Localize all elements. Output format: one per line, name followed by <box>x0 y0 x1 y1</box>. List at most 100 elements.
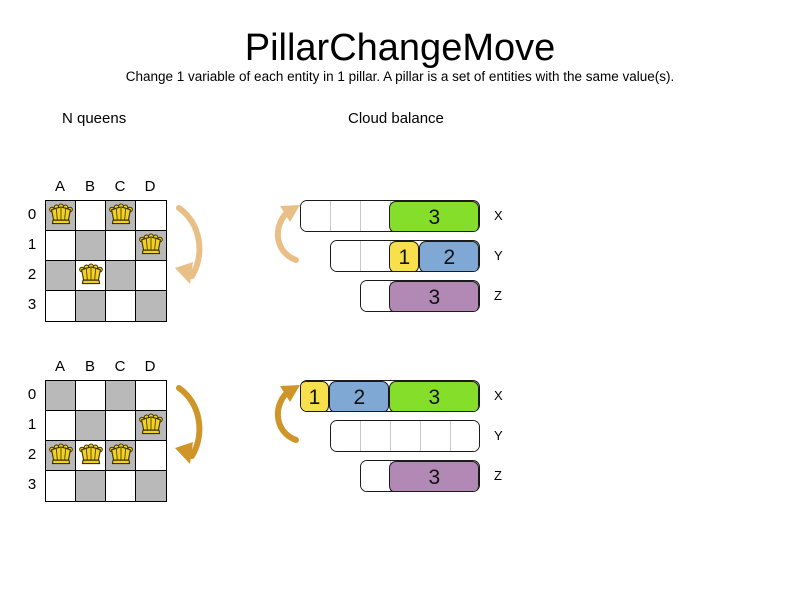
board-cell-B2[interactable] <box>76 441 106 471</box>
board-cell-A2[interactable] <box>46 261 76 291</box>
queen-icon <box>78 263 103 284</box>
board-cell-C0[interactable] <box>106 201 136 231</box>
bar-empty-cell <box>361 201 391 231</box>
board-cell-B0[interactable] <box>76 381 106 411</box>
board-column-label: D <box>144 358 156 375</box>
queen-icon <box>78 443 103 464</box>
queen-icon <box>139 233 163 254</box>
board-cell-A1[interactable] <box>46 411 76 441</box>
board-cell-D3[interactable] <box>136 471 166 501</box>
board-column-label: B <box>84 178 95 195</box>
board-column-label: A <box>54 358 65 375</box>
board-cell-D1[interactable] <box>136 411 166 441</box>
queen-icon <box>48 443 73 464</box>
board-row-label: 2 <box>27 266 37 283</box>
board-cell-C3[interactable] <box>106 291 136 321</box>
bar-empty-cell <box>391 421 421 451</box>
bar-empty-cell <box>331 201 361 231</box>
board-cell-D1[interactable] <box>136 231 166 261</box>
cloud-computer-bar[interactable] <box>330 420 480 452</box>
board-cell-B2[interactable] <box>76 261 106 291</box>
board-cell-D0[interactable] <box>136 201 166 231</box>
bar-empty-cell <box>361 281 391 311</box>
cloud-computer-label: Z <box>494 288 502 303</box>
board-cell-C0[interactable] <box>106 381 136 411</box>
cloud-process-segment[interactable]: 1 <box>389 241 420 271</box>
board-cell-A0[interactable] <box>46 381 76 411</box>
bar-empty-cell <box>421 421 451 451</box>
cloud-computer-bar[interactable]: 3 <box>360 280 480 312</box>
board-cell-A3[interactable] <box>46 291 76 321</box>
queen-icon <box>108 443 133 464</box>
board-row-label: 0 <box>27 386 37 403</box>
board-cell-B0[interactable] <box>76 201 106 231</box>
section-heading-cloud-balance: Cloud balance <box>348 110 444 127</box>
board-cell-A0[interactable] <box>46 201 76 231</box>
cloud-computer-label: Z <box>494 468 502 483</box>
board-cell-C1[interactable] <box>106 231 136 261</box>
cloud-process-segment[interactable]: 3 <box>389 201 479 231</box>
cloud-process-segment[interactable]: 3 <box>389 381 479 411</box>
board-cell-B3[interactable] <box>76 291 106 321</box>
bar-empty-cell <box>361 241 391 271</box>
board-cell-C3[interactable] <box>106 471 136 501</box>
cloud-computer-label: X <box>494 208 503 223</box>
cloud-process-segment[interactable]: 2 <box>329 381 390 411</box>
cloud-process-segment[interactable]: 3 <box>389 461 479 491</box>
board-transition-arrow-icon <box>165 196 225 301</box>
cloud-computer-label: X <box>494 388 503 403</box>
board-column-labels: A B C D <box>45 179 165 195</box>
board-column-label: A <box>54 178 65 195</box>
board-cell-D2[interactable] <box>136 441 166 471</box>
board-cell-B1[interactable] <box>76 231 106 261</box>
board-cell-D0[interactable] <box>136 381 166 411</box>
board-column-label: C <box>114 178 126 195</box>
section-heading-n-queens: N queens <box>62 110 127 127</box>
board-cell-C2[interactable] <box>106 441 136 471</box>
bar-empty-cell <box>361 421 391 451</box>
board-row-label: 2 <box>27 446 37 463</box>
cloud-computer-bar[interactable]: 3 <box>300 200 480 232</box>
cloud-process-segment[interactable]: 3 <box>389 281 479 311</box>
board-cell-C1[interactable] <box>106 411 136 441</box>
bar-empty-capacity <box>361 281 391 311</box>
board-cell-A2[interactable] <box>46 441 76 471</box>
board-grid <box>45 200 167 322</box>
board-cell-B3[interactable] <box>76 471 106 501</box>
cloud-computer-bar[interactable]: 3 <box>360 460 480 492</box>
board-cell-A1[interactable] <box>46 231 76 261</box>
board-row-label: 1 <box>27 416 37 433</box>
board-cell-A3[interactable] <box>46 471 76 501</box>
board-column-label: D <box>144 178 156 195</box>
board-transition-arrow-icon <box>165 376 225 481</box>
queen-icon <box>48 203 73 224</box>
page-subtitle: Change 1 variable of each entity in 1 pi… <box>125 69 675 84</box>
cloud-process-segment[interactable]: 1 <box>301 381 330 411</box>
board-cell-D2[interactable] <box>136 261 166 291</box>
bar-empty-capacity <box>301 201 391 231</box>
board-cell-D3[interactable] <box>136 291 166 321</box>
bar-empty-capacity <box>361 461 391 491</box>
board-cell-C2[interactable] <box>106 261 136 291</box>
board-grid <box>45 380 167 502</box>
cloud-process-segment[interactable]: 2 <box>419 241 479 271</box>
cloud-computer-row-Y: Y <box>330 420 503 452</box>
board-row-label: 3 <box>27 296 37 313</box>
board-column-label: C <box>114 358 126 375</box>
board-cell-B1[interactable] <box>76 411 106 441</box>
bar-empty-capacity <box>331 421 479 451</box>
board-row-label: 0 <box>27 206 37 223</box>
cloud-transition-arrow-icon <box>266 196 316 276</box>
